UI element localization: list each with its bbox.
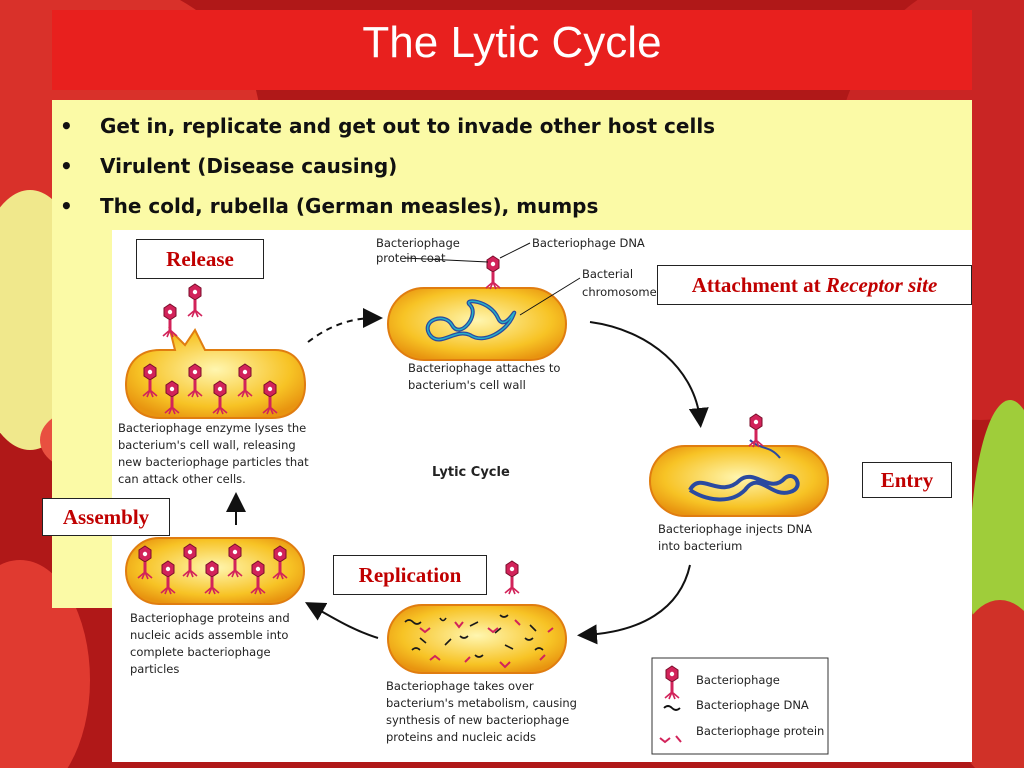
phage-icon: [504, 560, 520, 595]
replication-label: Replication: [333, 555, 487, 595]
replication-label-text: Replication: [358, 563, 462, 587]
caption-takeover-3: synthesis of new bacteriophage: [386, 713, 569, 727]
legend-label-protein: Bacteriophage protein: [696, 724, 824, 738]
replication-to-assembly-arrow: [304, 602, 379, 639]
legend-label-dna: Bacteriophage DNA: [696, 698, 809, 712]
legend-dna-icon: [663, 705, 681, 711]
caption-inject-1: Bacteriophage injects DNA: [658, 522, 812, 536]
legend-protein-icon: [659, 735, 682, 744]
assembly-label: Assembly: [42, 498, 170, 536]
release-label-text: Release: [166, 247, 234, 271]
release-label: Release: [136, 239, 264, 279]
attachment-bacterium: [387, 255, 567, 361]
release-bacterium: [124, 283, 307, 419]
attachment-label: Attachment at Receptor site: [657, 265, 972, 305]
bullet-item: • Get in, replicate and get out to invade…: [58, 110, 715, 150]
attach-to-entry-arrow: [589, 321, 709, 428]
bullet-text: Get in, replicate and get out to invade …: [100, 114, 716, 138]
bullet-symbol: •: [60, 194, 73, 218]
entry-label: Entry: [862, 462, 952, 498]
caption-attach-1: Bacteriophage attaches to: [408, 361, 560, 375]
bullet-item: • The cold, rubella (German measles), mum…: [58, 190, 715, 230]
caption-assemble-4: particles: [130, 662, 179, 676]
caption-takeover-2: bacterium's metabolism, causing: [386, 696, 577, 710]
release-to-attach-arrow: [307, 308, 383, 343]
callout-line: [404, 257, 489, 263]
callout-protein-coat-2: protein coat: [376, 251, 446, 265]
caption-lyse-4: can attack other cells.: [118, 472, 246, 486]
assembly-label-text: Assembly: [62, 505, 150, 529]
caption-takeover-4: proteins and nucleic acids: [386, 730, 536, 744]
caption-lyse-2: bacterium's cell wall, releasing: [118, 438, 296, 452]
callout-line: [499, 242, 531, 259]
replication-bacterium: [387, 560, 567, 674]
caption-takeover-1: Bacteriophage takes over: [386, 679, 534, 693]
bullet-symbol: •: [60, 154, 73, 178]
callout-protein-coat-1: Bacteriophage: [376, 236, 460, 250]
entry-label-text: Entry: [880, 468, 934, 492]
receptor-site-text: Receptor site: [825, 273, 938, 297]
slide-title: The Lytic Cycle: [362, 18, 662, 67]
center-label: Lytic Cycle: [432, 465, 510, 480]
bullet-text: Virulent (Disease causing): [100, 154, 398, 178]
assembly-bacterium: [125, 537, 305, 605]
bullet-item: • Virulent (Disease causing): [58, 150, 715, 190]
legend: Bacteriophage Bacteriophage DNA Bacterio…: [651, 657, 829, 755]
caption-lyse-1: Bacteriophage enzyme lyses the: [118, 421, 306, 435]
caption-inject-2: into bacterium: [658, 539, 742, 553]
callout-dna: Bacteriophage DNA: [532, 236, 645, 250]
legend-label-phage: Bacteriophage: [696, 673, 780, 687]
caption-assemble-3: complete bacteriophage: [130, 645, 271, 659]
phage-icon: [485, 255, 501, 290]
entry-to-replication-arrow: [577, 564, 691, 645]
callout-chromosome-1: Bacterial: [582, 267, 633, 281]
callout-line: [519, 277, 581, 316]
caption-attach-2: bacterium's cell wall: [408, 378, 526, 392]
attachment-label-text: Attachment at: [691, 273, 826, 297]
caption-assemble-2: nucleic acids assemble into: [130, 628, 288, 642]
entry-bacterium: [649, 413, 829, 517]
title-bar: [52, 10, 972, 90]
caption-assemble-1: Bacteriophage proteins and: [130, 611, 290, 625]
caption-lyse-3: new bacteriophage particles that: [118, 455, 309, 469]
bullet-symbol: •: [60, 114, 73, 138]
bullet-list: • Get in, replicate and get out to invade…: [58, 110, 715, 230]
bullet-text: The cold, rubella (German measles), mump…: [100, 194, 599, 218]
callout-chromosome-2: chromosome: [582, 285, 657, 299]
